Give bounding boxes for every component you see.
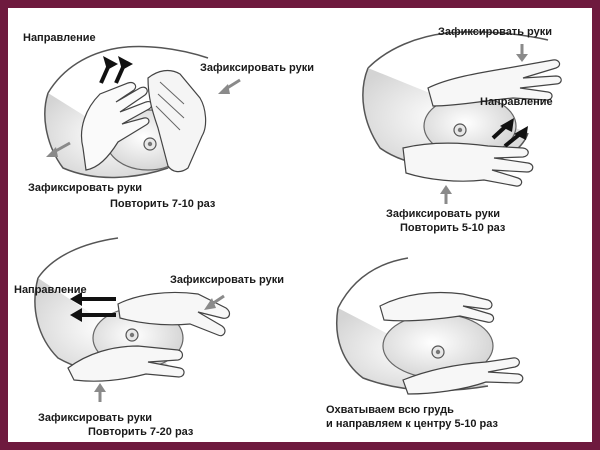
direction-arrow-2b bbox=[503, 132, 522, 148]
panel-4 bbox=[336, 257, 524, 395]
panel-2-direction-label: Направление bbox=[480, 96, 553, 108]
panel-2-fix-label-bottom: Зафиксировать руки bbox=[386, 208, 500, 220]
panel-1-direction-label: Направление bbox=[23, 32, 96, 44]
panel-1 bbox=[44, 45, 241, 179]
panel-4-caption-line1: Охватываем всю грудь bbox=[326, 404, 454, 416]
direction-arrow-2a bbox=[491, 124, 508, 140]
panel-2-fix-label-top: Зафиксировать руки bbox=[438, 26, 552, 38]
panel-4-caption-line2: и направляем к центру 5-10 раз bbox=[326, 418, 498, 430]
panel-1-repeat-label: Повторить 7-10 раз bbox=[110, 198, 216, 210]
breast-massage-illustration bbox=[34, 31, 562, 402]
panel-3-repeat-label: Повторить 7-20 раз bbox=[88, 426, 194, 438]
panel-1-fix-label-right: Зафиксировать руки bbox=[200, 62, 314, 74]
panel-1-fix-label-bottom: Зафиксировать руки bbox=[28, 182, 142, 194]
panel-3-direction-label: Направление bbox=[14, 284, 87, 296]
panel-2-repeat-label: Повторить 5-10 раз bbox=[400, 222, 506, 234]
panel-2 bbox=[362, 31, 562, 204]
fix-arrow-3a bbox=[211, 294, 225, 306]
panel-3-fix-label-bottom: Зафиксировать руки bbox=[38, 412, 152, 424]
panel-3-fix-label-right: Зафиксировать руки bbox=[170, 274, 284, 286]
illustration-sheet: Направление Зафиксировать руки Зафиксиро… bbox=[8, 8, 592, 442]
panel-3 bbox=[34, 237, 231, 402]
